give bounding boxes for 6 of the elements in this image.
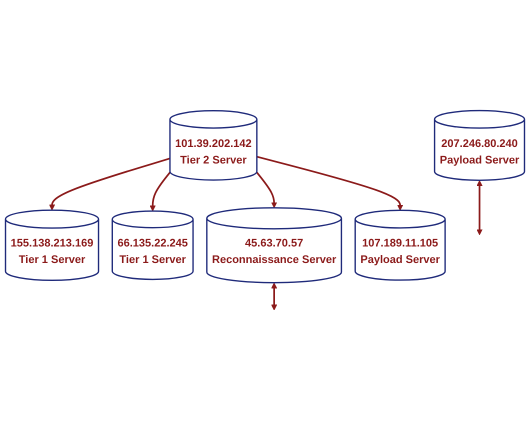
- arrow: [150, 172, 171, 212]
- arrow: [49, 158, 170, 211]
- arrow: [256, 156, 404, 211]
- arrow: [256, 172, 278, 208]
- arrow: [476, 180, 483, 236]
- arrow: [271, 282, 278, 311]
